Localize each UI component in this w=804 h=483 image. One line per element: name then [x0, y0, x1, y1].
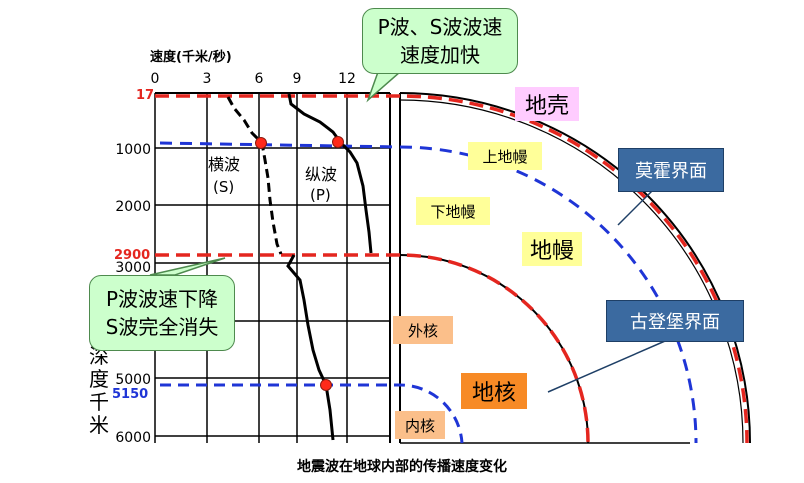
outer-core-label: 外核 — [393, 316, 453, 344]
earth-boundaries — [155, 92, 751, 444]
gutenberg-label: 古登堡界面 — [606, 300, 744, 342]
depth-tick-2900: 2900 — [114, 248, 150, 263]
mantle-label: 地幔 — [522, 232, 582, 266]
s-wave-curve — [226, 96, 283, 255]
upper-mantle-label: 上地幔 — [468, 142, 542, 170]
s-wave-name: 横波 — [208, 155, 240, 174]
inner-core-dot — [320, 379, 332, 391]
p-wave-curve — [286, 93, 373, 441]
depth-axis-char: 千 — [89, 390, 109, 414]
p-wave-discontinuity-dot — [332, 136, 344, 148]
speed-tick: 9 — [293, 71, 302, 87]
s-wave-code: (S) — [213, 178, 234, 196]
middle-callout-line: S波完全消失 — [105, 315, 219, 339]
depth-tick-5150: 5150 — [112, 387, 148, 402]
core-label: 地核 — [461, 373, 527, 409]
s-wave-discontinuity-dot — [255, 137, 267, 149]
top-callout-line: P波、S波波速 — [377, 15, 503, 39]
gutenberg-pointer — [547, 337, 673, 393]
moho-pointer — [617, 190, 653, 226]
depth-tick: 3000 — [115, 260, 151, 276]
gutenberg-dash — [155, 253, 590, 444]
depth-tick: 1000 — [115, 142, 151, 158]
lower-mantle-label: 下地幔 — [416, 197, 490, 225]
depth-tick: 2000 — [115, 199, 151, 215]
p-wave-name: 纵波 — [305, 165, 337, 184]
speed-tick: 6 — [255, 71, 264, 87]
inner-core-label: 内核 — [395, 411, 445, 439]
middle-callout-pointer — [149, 257, 226, 276]
mantle-split-dash — [159, 141, 698, 444]
depth-axis-char: 度 — [89, 367, 109, 391]
moho-dash — [155, 94, 749, 444]
moho-label: 莫霍界面 — [618, 148, 724, 192]
middle-callout: P波波速下降 S波完全消失 — [89, 275, 235, 351]
surface-outer-arc — [399, 92, 751, 444]
depth-tick-17: 17 — [136, 88, 154, 103]
depth-tick: 5000 — [115, 372, 151, 388]
velocity-grid — [154, 92, 690, 444]
top-callout-line: 速度加快 — [400, 43, 480, 67]
top-callout: P波、S波波速 速度加快 — [362, 8, 518, 74]
speed-tick: 3 — [203, 71, 212, 87]
depth-axis-char: 米 — [89, 413, 109, 437]
middle-callout-line: P波波速下降 — [105, 287, 219, 311]
speed-axis-label: 速度(千米/秒) — [150, 49, 232, 65]
figure-caption: 地震波在地球内部的传播速度变化 — [297, 458, 507, 475]
speed-tick: 0 — [151, 71, 160, 87]
crust-label: 地壳 — [515, 87, 579, 121]
speed-tick: 12 — [338, 71, 356, 87]
p-wave-code: (P) — [310, 186, 331, 204]
depth-tick: 6000 — [115, 430, 151, 446]
